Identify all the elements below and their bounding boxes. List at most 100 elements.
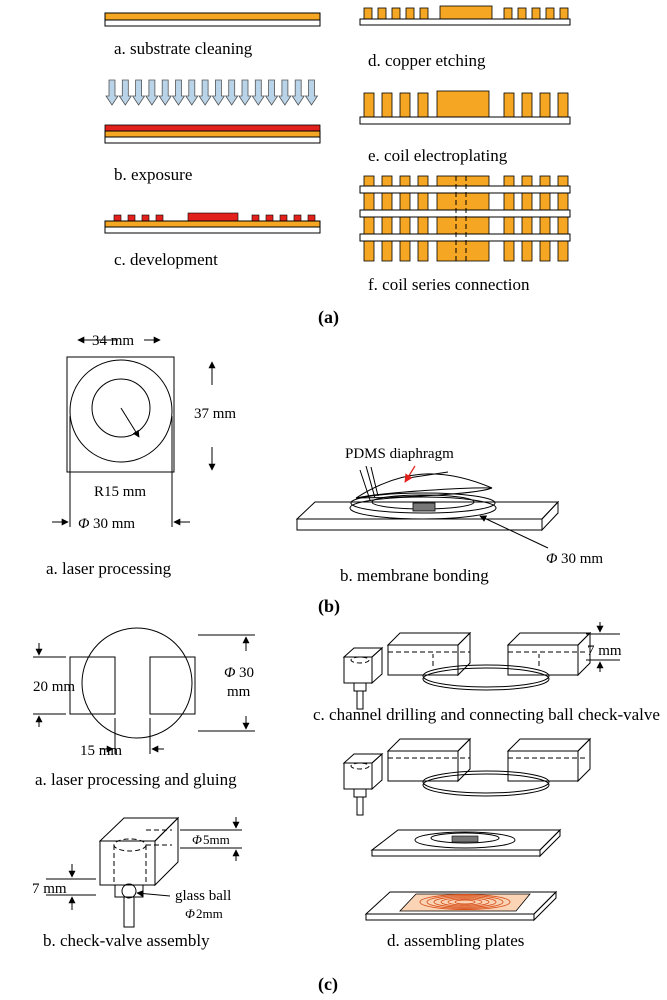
- stacked-trace: [521, 175, 533, 187]
- pdms-diaphragm-label: PDMS diaphragm: [345, 446, 454, 462]
- height-20mm-dimension: 20 mm: [33, 679, 75, 695]
- diameter-30-label: 30: [239, 665, 254, 681]
- caption-exposure: b. exposure: [114, 165, 192, 184]
- uv-arrow: [291, 79, 305, 106]
- plated-trace: [381, 92, 393, 118]
- stacked-trace: [363, 240, 375, 262]
- copper-trace: [363, 7, 373, 20]
- caption-coil-series-connection: f. coil series connection: [368, 275, 530, 294]
- plated-trace: [503, 92, 515, 118]
- copper-trace: [419, 7, 429, 20]
- resist-pad: [127, 214, 136, 222]
- plated-trace: [557, 92, 569, 118]
- panel-c-label: (c): [318, 974, 338, 995]
- copper-trace: [559, 7, 569, 20]
- copper-trace: [517, 7, 527, 20]
- channel-drilling-drawing: 7 mm c. channel drilling and connecting …: [313, 622, 660, 724]
- coil-turn: [419, 894, 511, 910]
- resist-pad: [251, 214, 260, 222]
- stacked-trace: [363, 175, 375, 187]
- step-substrate-cleaning: a. substrate cleaning: [104, 12, 321, 58]
- stacked-trace: [381, 240, 393, 262]
- plated-center-pad: [436, 90, 490, 118]
- radius-dimension: R15 mm: [94, 484, 146, 500]
- copper-trace: [377, 7, 387, 20]
- planar-coil: [419, 894, 511, 910]
- uv-arrow: [171, 79, 186, 106]
- stacked-center-pad: [436, 175, 490, 187]
- coil-turn: [440, 897, 490, 907]
- uv-arrow: [251, 79, 266, 106]
- stacked-trace: [557, 240, 569, 262]
- assembling-plates-drawing: d. assembling plates: [342, 737, 592, 950]
- glass-ball-diameter: 2mm: [196, 906, 223, 921]
- laser-processing-drawing: 34 mm 37 mm R15 mm Φ 30 mm a. laser proc…: [46, 330, 236, 578]
- caption-development: c. development: [114, 250, 218, 269]
- stacked-trace: [399, 175, 411, 187]
- uv-arrow: [145, 79, 159, 106]
- resist-pad: [307, 214, 316, 222]
- uv-arrow: [278, 79, 292, 106]
- copper-trace: [391, 7, 401, 20]
- caption-membrane-bonding: b. membrane bonding: [340, 566, 489, 585]
- plated-trace: [521, 92, 533, 118]
- width-dimension: 34 mm: [92, 333, 134, 349]
- coil-turn: [433, 896, 497, 908]
- caption-copper-etching: d. copper etching: [368, 51, 486, 70]
- uv-arrow: [158, 79, 172, 106]
- diameter-mm-label: mm: [227, 684, 251, 700]
- resist-pad: [293, 214, 302, 222]
- phi-symbol-b: Φ: [546, 551, 558, 567]
- uv-arrow: [211, 79, 226, 106]
- height-dimension: 37 mm: [194, 406, 236, 422]
- stacked-trace: [417, 175, 429, 187]
- copper-trace: [503, 7, 513, 20]
- uv-arrow: [238, 79, 252, 106]
- step-coil-electroplating: e. coil electroplating: [359, 90, 571, 165]
- panel-c: 20 mm Φ 30 mm 15 mm a. laser processing …: [32, 622, 660, 995]
- uv-arrow: [118, 79, 133, 106]
- caption-assembling-plates: d. assembling plates: [387, 931, 524, 950]
- step-coil-series-connection: f. coil series connection: [359, 175, 571, 294]
- copper-center-pad: [439, 5, 493, 20]
- check-valve-drawing: Φ 5mm 7 mm glass ball Φ 2mm b. check-val…: [32, 816, 242, 950]
- plated-trace: [399, 92, 411, 118]
- caption-check-valve-assembly: b. check-valve assembly: [43, 931, 210, 950]
- copper-trace: [405, 7, 415, 20]
- stacked-trace: [557, 175, 569, 187]
- coil-turn: [447, 898, 483, 906]
- copper-trace: [531, 7, 541, 20]
- resist-pad: [265, 214, 274, 222]
- phi-symbol: Φ: [78, 516, 90, 532]
- step-exposure: b. exposure: [104, 124, 321, 184]
- resist-pad: [141, 214, 150, 222]
- panel-b: 34 mm 37 mm R15 mm Φ 30 mm a. laser proc…: [46, 330, 603, 617]
- panel-a: a. substrate cleaning b. exposure c. dev…: [104, 5, 571, 328]
- coil-turn: [426, 895, 504, 909]
- panel-b-label: (b): [318, 596, 340, 617]
- stacked-trace: [539, 175, 551, 187]
- plated-trace: [417, 92, 429, 118]
- plated-trace: [539, 92, 551, 118]
- phi-symbol-bore: Φ: [192, 832, 202, 847]
- stacked-trace: [521, 240, 533, 262]
- diameter-dimension: 30 mm: [93, 516, 135, 532]
- uv-exposure-arrows: [105, 79, 319, 106]
- laser-gluing-drawing: 20 mm Φ 30 mm 15 mm a. laser processing …: [33, 627, 255, 789]
- electroplated-coil-pattern: [363, 90, 569, 118]
- bore-dimension: 5mm: [203, 832, 230, 847]
- stacked-trace: [381, 175, 393, 187]
- uv-arrow: [264, 79, 279, 106]
- resist-pad: [113, 214, 122, 222]
- caption-channel-drilling: c. channel drilling and connecting ball …: [313, 705, 660, 724]
- membrane-bonding-drawing: PDMS diaphragm Φ 30 mm b. membrane bondi…: [295, 446, 603, 585]
- caption-substrate-cleaning: a. substrate cleaning: [114, 39, 253, 58]
- stacked-trace: [399, 240, 411, 262]
- stacked-trace: [503, 240, 515, 262]
- caption-coil-electroplating: e. coil electroplating: [368, 146, 508, 165]
- valve-height-dimension: 7 mm: [32, 881, 67, 897]
- uv-arrow: [131, 79, 146, 106]
- resist-pad: [279, 214, 288, 222]
- glass-ball-label: glass ball: [175, 888, 231, 904]
